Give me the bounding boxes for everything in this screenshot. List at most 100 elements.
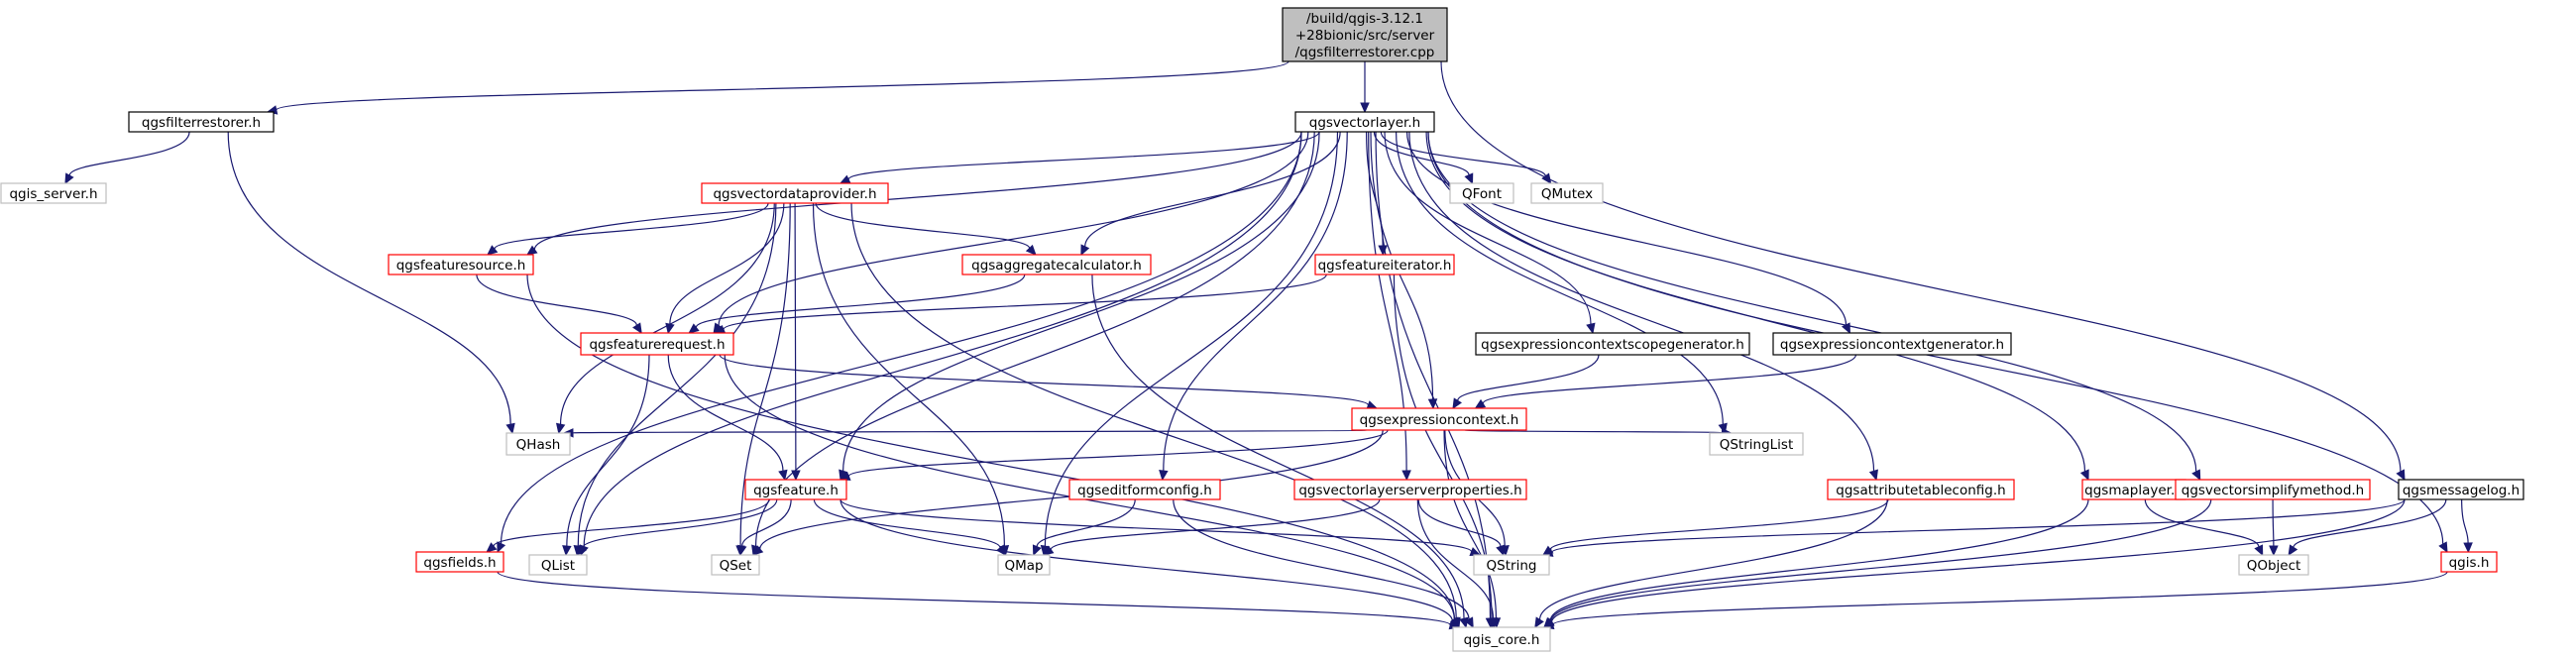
arrow-head: [1474, 398, 1487, 409]
edge-qgsfields-h-to-qgis-core-h: [497, 571, 1451, 626]
arrow-head: [525, 245, 538, 256]
node-label: qgsfeaturesource.h: [396, 258, 526, 274]
edge-qgsmaplayer-h-to-qobject: [2144, 498, 2260, 548]
node-qgsfields-h[interactable]: qgsfields.h: [415, 551, 504, 573]
edge-qgsaggregatecalculator-h-to-qgsfeaturerequest-h: [695, 274, 1026, 328]
edge-qgsexpressioncontextscopegenerator-h-to-qgsexpressioncontext-h: [1457, 354, 1600, 401]
edge-root-to-qgsfilterrestorer-h: [276, 60, 1289, 111]
node-box: [1530, 182, 1604, 204]
edge-qgsvectorlayer-h-to-qgsexpressioncontextgenerator-h: [1405, 131, 1848, 325]
node-qgis-server-h: qgis_server.h: [0, 182, 107, 204]
edge-qgsvectorlayer-h-to-qgsvectorsimplifymethod-h: [1427, 131, 2197, 472]
node-label: qgis_server.h: [9, 186, 97, 202]
node-box: [2175, 479, 2371, 500]
edge-qgsvectorlayer-h-to-qfont: [1373, 131, 1470, 175]
node-label: qgis_core.h: [1464, 632, 1540, 648]
node-qgsvectorlayerserverproperties-h[interactable]: qgsvectorlayerserverproperties.h: [1293, 479, 1527, 500]
node-label: qgsfilterrestorer.h: [142, 115, 261, 131]
arrow-head: [839, 174, 851, 184]
node-qmap: QMap: [997, 554, 1051, 576]
node-label: QObject: [2247, 558, 2301, 574]
arrow-head: [1488, 616, 1499, 629]
node-qgsvectorlayer-h[interactable]: qgsvectorlayer.h: [1294, 111, 1435, 133]
edge-qgsvectorlayer-h-to-qgsaggregatecalculator-h: [1084, 131, 1341, 247]
edge-qgsvectordataprovider-h-to-qgsaggregatecalculator-h: [815, 202, 1031, 250]
node-qgsvectordataprovider-h[interactable]: qgsvectordataprovider.h: [701, 182, 889, 204]
node-label: qgsexpressioncontextscopegenerator.h: [1481, 337, 1744, 353]
node-label: qgsvectorsimplifymethod.h: [2182, 483, 2365, 498]
edge-qgsfeature-h-to-qlist: [582, 498, 778, 549]
edge-qgsvectordataprovider-h-to-qgsfeaturerequest-h: [669, 202, 785, 325]
edge-qgsfeature-h-to-qgsfields-h: [493, 498, 770, 547]
edge-qgsvectordataprovider-h-to-qmap: [812, 202, 1006, 547]
edge-qgsfeature-h-to-qmap: [813, 498, 1001, 549]
node-qgsaggregatecalculator-h[interactable]: qgsaggregatecalculator.h: [961, 254, 1152, 275]
edge-layer: [64, 60, 2473, 630]
edge-qgsvectorlayer-h-to-qgsvectordataprovider-h: [847, 131, 1320, 180]
node-box: [388, 254, 534, 275]
arrow-head: [576, 544, 587, 556]
edge-qgsvectordataprovider-h-to-qgsfeature-h: [794, 202, 797, 472]
edge-qgsvectorlayer-h-to-qstringlist: [1396, 131, 1724, 425]
node-box: [1294, 111, 1435, 133]
node-label: qgsvectorlayerserverproperties.h: [1298, 483, 1521, 498]
edge-qgsvectordataprovider-h-to-qset: [739, 202, 791, 547]
node-label: qgseditformconfig.h: [1077, 483, 1212, 498]
node-qgsexpressioncontext-h[interactable]: qgsexpressioncontext.h: [1351, 407, 1527, 431]
node-qgsfeatureiterator-h[interactable]: qgsfeatureiterator.h: [1314, 254, 1455, 275]
arrow-head: [1496, 544, 1506, 557]
node-box: [528, 554, 588, 576]
node-qgsmaplayer-h[interactable]: qgsmaplayer.h: [2081, 479, 2186, 500]
arrow-head: [2254, 544, 2264, 557]
node-qgsvectorsimplifymethod-h[interactable]: qgsvectorsimplifymethod.h: [2175, 479, 2371, 500]
node-box: [128, 111, 275, 133]
node-label: QList: [541, 558, 575, 574]
node-box: [701, 182, 889, 204]
node-box: [0, 182, 107, 204]
arrow-head: [1534, 616, 1544, 629]
edge-qgsvectorlayerserverproperties-h-to-qstring: [1417, 498, 1502, 547]
arrow-head: [1541, 172, 1552, 184]
node-label: qgsattributetableconfig.h: [1836, 483, 2005, 498]
node-qgsattributetableconfig-h[interactable]: qgsattributetableconfig.h: [1827, 479, 2015, 500]
node-label: QMap: [1004, 558, 1043, 574]
node-label: qgsvectordataprovider.h: [713, 186, 876, 202]
node-qgsexpressioncontextscopegenerator-h[interactable]: qgsexpressioncontextscopegenerator.h: [1475, 332, 1750, 356]
node-qgsfeature-h[interactable]: qgsfeature.h: [744, 479, 847, 500]
arrow-head: [1868, 469, 1878, 482]
node-qgseditformconfig-h[interactable]: qgseditformconfig.h: [1068, 479, 1221, 500]
arrow-head: [2438, 541, 2448, 554]
arrow-head: [2396, 469, 2406, 482]
edge-qgsvectorlayer-h-to-qgsfields-h: [500, 131, 1302, 544]
node-qgsfeaturesource-h[interactable]: qgsfeaturesource.h: [388, 254, 534, 275]
node-label: QSet: [720, 558, 752, 574]
edge-qgsvectorlayer-h-to-qset: [754, 131, 1315, 547]
arrow-head: [2463, 542, 2473, 554]
edge-qgsfeaturerequest-h-to-qlist: [566, 354, 650, 547]
arrow-head: [1043, 545, 1055, 556]
edge-qgsattributetableconfig-h-to-qstring: [1549, 498, 1889, 551]
node-box: [711, 554, 760, 576]
node-label: QFont: [1462, 186, 1502, 202]
edge-qgsmessagelog-h-to-qobject: [2293, 498, 2447, 548]
node-qgsfeaturerequest-h[interactable]: qgsfeaturerequest.h: [580, 332, 734, 356]
node-qgis-core-h: qgis_core.h: [1452, 626, 1551, 652]
edge-qgsvectorsimplifymethod-h-to-qobject: [2272, 498, 2275, 547]
node-qgsexpressioncontextgenerator-h[interactable]: qgsexpressioncontextgenerator.h: [1772, 332, 2012, 356]
node-box: [505, 432, 571, 456]
node-qgsfilterrestorer-h[interactable]: qgsfilterrestorer.h: [128, 111, 275, 133]
edge-qgseditformconfig-h-to-qgis-core-h: [1173, 498, 1470, 620]
arrow-head: [486, 542, 498, 553]
node-box: [1473, 554, 1550, 576]
arrow-head: [688, 323, 700, 334]
arrow-head: [1032, 544, 1042, 557]
node-layer: /build/qgis-3.12.1+28bionic/src/server/q…: [0, 7, 2524, 652]
arrow-head: [791, 470, 801, 482]
node-box: [2440, 551, 2498, 573]
arrow-head: [632, 322, 642, 335]
node-root[interactable]: /build/qgis-3.12.1+28bionic/src/server/q…: [1282, 7, 1448, 62]
node-box: [997, 554, 1051, 576]
node-qgsmessagelog-h[interactable]: qgsmessagelog.h: [2398, 479, 2524, 500]
node-qgis-h[interactable]: qgis.h: [2440, 551, 2498, 573]
edge-qgsfilterrestorer-h-to-qgis-server-h: [68, 131, 190, 176]
